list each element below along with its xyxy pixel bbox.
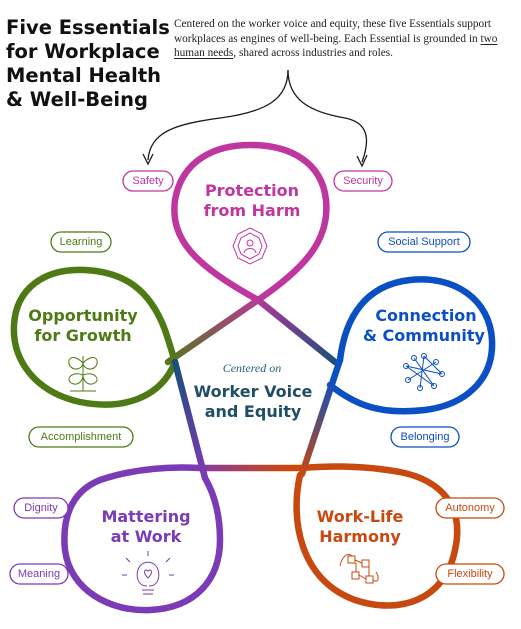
belonging-label: Belonging	[401, 431, 450, 443]
center-main-line-1: Worker Voice	[194, 382, 313, 401]
loop-connectors	[164, 296, 344, 482]
page-title: Five Essentials for Workplace Mental Hea…	[6, 16, 176, 112]
protection-title-line-2: from Harm	[204, 201, 301, 220]
center-main-line-2: and Equity	[205, 402, 302, 421]
intro-text-start: Centered on the worker voice and equity,…	[174, 18, 492, 45]
intro-text-end: , shared across industries and roles.	[233, 47, 393, 59]
needs-arrow	[142, 69, 368, 168]
connection-loop	[326, 276, 496, 415]
learning-label: Learning	[60, 236, 103, 248]
flow-nodes-icon	[339, 553, 379, 584]
social-support-pill: Social Support	[377, 231, 471, 253]
meaning-label: Meaning	[18, 568, 60, 580]
lightbulb-heart-icon	[122, 551, 174, 595]
autonomy-label: Autonomy	[445, 502, 495, 514]
security-label: Security	[343, 175, 383, 187]
mattering-title-line-1: Mattering	[101, 507, 190, 526]
title-line: Five Essentials	[6, 16, 170, 39]
dignity-pill: Dignity	[13, 497, 69, 519]
title-line: for Workplace	[6, 40, 160, 63]
connection-title-line-1: Connection	[375, 306, 476, 325]
accomplishment-label: Accomplishment	[41, 431, 122, 443]
safety-pill: Safety	[122, 170, 174, 192]
two-human-needs-phrase: two human needs	[174, 32, 498, 60]
safety-label: Safety	[132, 175, 164, 187]
protection-loop	[171, 141, 330, 304]
intro-text: Centered on the worker voice and equity,…	[174, 17, 516, 61]
mattering-loop	[61, 464, 224, 614]
flexibility-label: Flexibility	[447, 568, 493, 580]
flexibility-pill: Flexibility	[435, 563, 505, 585]
social-support-label: Social Support	[388, 236, 460, 248]
title-line: & Well-Being	[6, 88, 148, 111]
connection-title-line-2: & Community	[363, 326, 486, 345]
sprout-icon	[68, 356, 98, 392]
worklife-title-line-2: Harmony	[319, 527, 401, 546]
learning-pill: Learning	[50, 231, 112, 253]
accomplishment-pill: Accomplishment	[28, 426, 134, 448]
title-line: Mental Health	[6, 64, 162, 87]
security-pill: Security	[333, 170, 393, 192]
opportunity-title-line-1: Opportunity	[28, 306, 138, 325]
worklife-title-line-1: Work-Life	[317, 507, 404, 526]
center-label: Centered on Worker Voice and Equity	[194, 361, 313, 421]
dignity-label: Dignity	[24, 502, 58, 514]
autonomy-pill: Autonomy	[435, 497, 505, 519]
opportunity-title-line-2: for Growth	[34, 326, 131, 345]
shield-person-icon	[232, 227, 268, 265]
mattering-title-line-2: at Work	[111, 527, 182, 546]
opportunity-loop	[10, 266, 179, 408]
protection-title-line-1: Protection	[205, 181, 299, 200]
worklife-loop	[293, 463, 461, 609]
network-icon	[403, 353, 445, 391]
meaning-pill: Meaning	[9, 563, 69, 585]
belonging-pill: Belonging	[390, 426, 460, 448]
center-sub: Centered on	[223, 361, 282, 375]
